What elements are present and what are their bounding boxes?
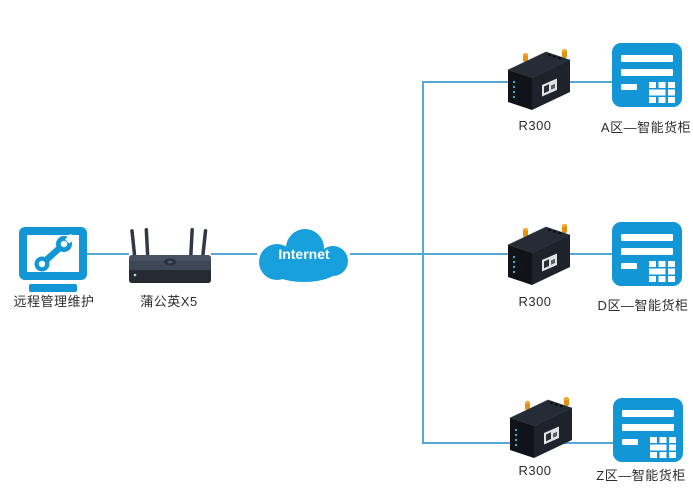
smart-cabinet-icon [612, 222, 682, 286]
gateway-router-label: 蒲公英X5 [140, 294, 198, 309]
r300-router-icon [507, 49, 571, 110]
smart-cabinet-icon [613, 398, 683, 462]
remote-management-label: 远程管理维护 [13, 294, 95, 309]
monitor-wrench-icon [19, 227, 87, 292]
r300-router-icon [509, 397, 573, 458]
smart-cabinet-label: D区—智能货柜 [597, 298, 689, 313]
smart-cabinet-label: Z区—智能货柜 [596, 468, 686, 483]
internet-cloud-node: Internet [253, 224, 354, 288]
branch-router-label: R300 [518, 118, 552, 133]
gateway-router-node [128, 226, 212, 284]
internet-label: Internet [278, 246, 330, 262]
remote-management-node [17, 225, 89, 295]
branch-router-node [502, 44, 574, 114]
smart-cabinet-node [611, 221, 683, 287]
branch-router-label: R300 [518, 294, 552, 309]
branch-router-node [502, 219, 574, 289]
cloud-icon: Internet [259, 229, 348, 282]
smart-cabinet-label: A区—智能货柜 [600, 120, 692, 135]
r300-router-icon [507, 224, 571, 285]
smart-cabinet-node [612, 397, 684, 463]
smart-cabinet-node [611, 42, 683, 108]
branch-router-node [504, 392, 576, 462]
branch-router-label: R300 [518, 463, 552, 478]
smart-cabinet-icon [612, 43, 682, 107]
wireless-router-icon [129, 228, 211, 283]
